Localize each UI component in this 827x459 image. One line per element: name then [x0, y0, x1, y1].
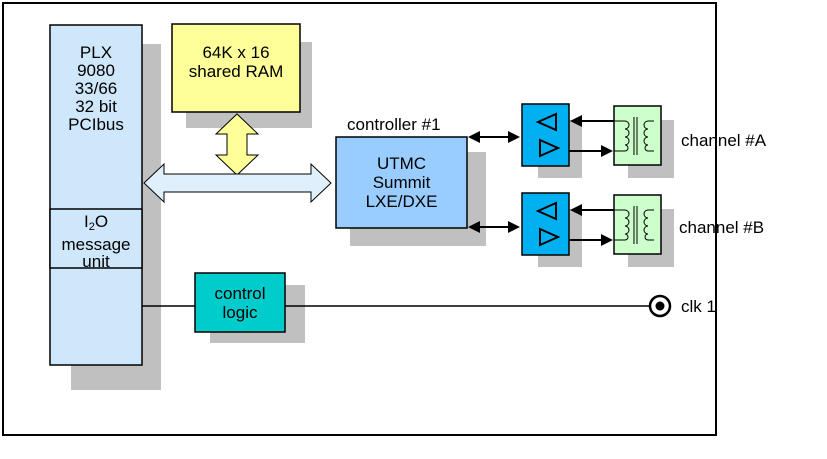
control-logic-block — [194, 272, 286, 333]
i2o-line-2: message — [61, 235, 131, 254]
channel-a-label: channel #A — [681, 131, 767, 150]
transceiver-icon — [521, 103, 570, 167]
clock-connector-icon — [648, 294, 672, 318]
plx-line: 32 bit — [75, 97, 117, 116]
control-logic-line: control — [214, 284, 266, 303]
i2o-i: I — [83, 212, 89, 231]
controller-label: controller #1 — [347, 115, 441, 134]
i2o-line-3: unit — [82, 252, 110, 271]
utmc-label: UTMC Summit LXE/DXE — [336, 154, 467, 211]
transformer-icon — [613, 194, 662, 255]
plx-line: 9080 — [77, 61, 115, 80]
shared-ram-block — [171, 23, 301, 113]
i2o-label: I2O message unit — [50, 213, 142, 270]
control-logic-line: logic — [222, 303, 258, 322]
i2o-block — [49, 208, 143, 269]
utmc-block — [335, 136, 468, 229]
i2o-line-1: I2O — [50, 213, 142, 236]
i2o-o: O — [94, 212, 109, 231]
plx-line: 33/66 — [74, 79, 118, 98]
plx-line: PCIbus — [68, 115, 124, 134]
ram-line: shared RAM — [188, 62, 284, 81]
plx-line: PLX — [79, 43, 113, 62]
ram-line: 64K x 16 — [202, 43, 270, 62]
clock-label: clk 1 — [681, 297, 716, 316]
control-logic-label: control logic — [195, 284, 285, 322]
ram-label: 64K x 16 shared RAM — [172, 43, 300, 81]
pci-bus-arrow — [143, 162, 332, 204]
plx-label: PLX 9080 33/66 32 bit PCIbus — [50, 44, 142, 134]
channel-link-arrows — [569, 115, 615, 246]
controller-link-arrows — [468, 131, 520, 233]
i2o-subscript: 2 — [88, 221, 95, 233]
channel-b-label: channel #B — [679, 218, 765, 237]
transformer-icon — [613, 105, 662, 166]
utmc-line: UTMC — [376, 154, 427, 173]
transceiver-icon — [521, 192, 570, 256]
utmc-line: Summit — [372, 173, 431, 192]
plx-block — [49, 24, 143, 366]
utmc-line: LXE/DXE — [365, 192, 438, 211]
